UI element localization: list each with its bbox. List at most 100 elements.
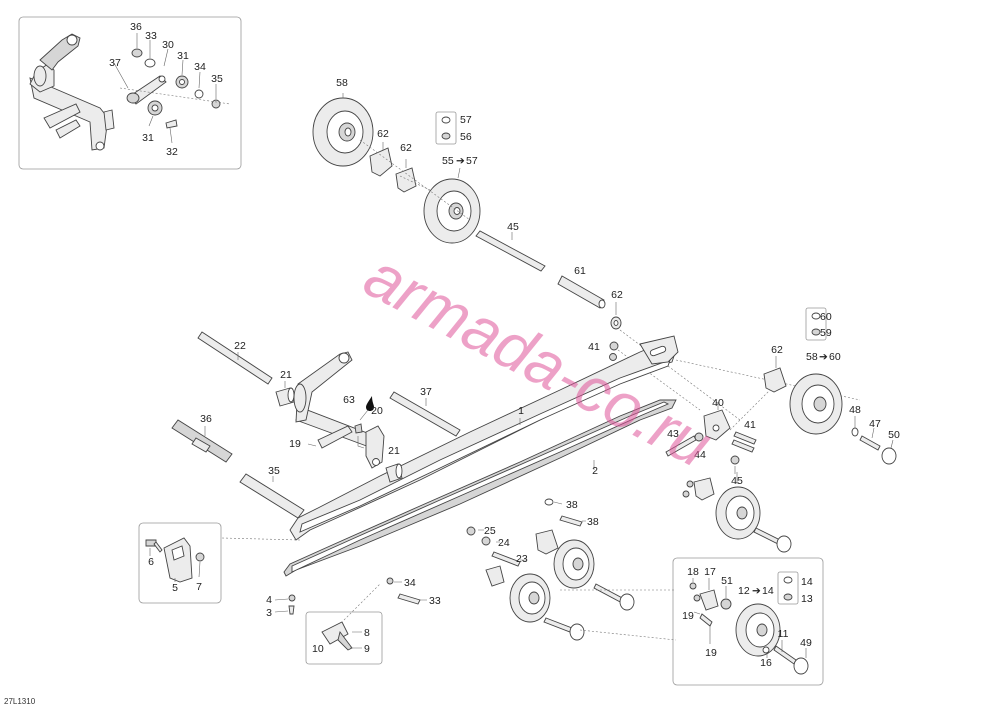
arrow-right-icon-a: ➔ [456, 155, 465, 167]
callout-5: 5 [172, 582, 178, 594]
callout-10: 10 [312, 643, 324, 655]
bolt-3-4 [274, 594, 296, 615]
shaft-37 [239, 473, 305, 519]
bolt-43 [731, 431, 757, 453]
callout-54-c: 62 [771, 344, 783, 356]
callout-18: 19 [705, 647, 717, 659]
callout-58-right: 58 [806, 351, 818, 363]
callout-51: 49 [800, 637, 812, 649]
spacer-tube-61 [557, 275, 606, 309]
washer-62 [610, 302, 622, 330]
callout-31: 34 [194, 61, 206, 73]
callout-33: 36 [130, 21, 142, 33]
callout-6: 6 [148, 556, 154, 568]
callout-30: 33 [145, 30, 157, 42]
arrow-right-icon-c: ➔ [752, 585, 761, 597]
callout-21: 20 [371, 405, 383, 417]
callout-22-a: 21 [280, 369, 292, 381]
shaft-39 [389, 391, 461, 437]
callout-57: 57 [460, 114, 472, 126]
callout-1: 1 [518, 405, 524, 417]
shaft-48 [475, 230, 546, 272]
callout-56: 56 [460, 131, 472, 143]
bushing-22-b [385, 463, 403, 483]
callout-38: 36 [200, 413, 212, 425]
wheel-hub-54-a [369, 142, 393, 177]
callout-14: 14 [801, 576, 813, 588]
callout-47: 45 [731, 475, 743, 487]
callout-32: 35 [211, 73, 223, 85]
bolt-45 [665, 432, 704, 457]
callout-50: 48 [849, 404, 861, 416]
callout-11: 11 [778, 628, 789, 640]
bolt-40-41 [544, 498, 586, 527]
front-arm-assembly [293, 351, 385, 469]
inset-box-bottom-right [672, 557, 824, 686]
callout-27: 30 [162, 39, 174, 51]
callout-63: 63 [343, 394, 355, 406]
callout-43: 41 [744, 419, 756, 431]
callout-39: 37 [420, 386, 432, 398]
callout-57-target: 57 [466, 155, 478, 167]
callout-7: 7 [196, 581, 202, 593]
callout-55: 55 [442, 155, 454, 167]
callout-20: 19 [289, 438, 301, 450]
callout-54-a: 62 [377, 128, 389, 140]
slider-block-5 [163, 537, 193, 583]
callout-14-target: 14 [762, 585, 774, 597]
callout-19: 19 [682, 610, 694, 622]
callout-28b: 31 [142, 132, 154, 144]
callout-28a: 31 [177, 50, 189, 62]
slider-insert-8 [321, 621, 362, 651]
callout-58-top: 58 [336, 77, 348, 89]
callout-34: 37 [109, 57, 121, 69]
nut-44 [609, 341, 619, 361]
nut-47 [730, 455, 740, 474]
inset-wheel-assembly [689, 571, 809, 675]
legend-set-55-57 [435, 111, 457, 145]
callout-60-target: 60 [829, 351, 841, 363]
callout-9: 9 [364, 643, 370, 655]
callout-46: 44 [694, 449, 706, 461]
callout-13: 13 [801, 593, 813, 605]
callout-61: 61 [574, 265, 586, 277]
rail-1-main [289, 335, 679, 541]
shaft-23 [197, 331, 273, 385]
arrow-right-icon-b: ➔ [819, 351, 828, 363]
axle-24-26 [466, 526, 526, 567]
bolt-35-36 [386, 577, 427, 605]
idler-wheel-55 [423, 167, 481, 244]
callout-12: 12 [738, 585, 750, 597]
bracket-42 [703, 402, 731, 441]
rail-2-slide [283, 399, 677, 577]
idler-wheel-lower-left [485, 529, 635, 641]
shock-38 [171, 419, 233, 463]
callout-24: 23 [516, 553, 528, 565]
callout-15: 17 [704, 566, 716, 578]
callout-labels: 36 33 30 31 34 35 37 31 32 58 62 62 57 5… [109, 21, 900, 669]
pivot-arm-assembly [29, 33, 231, 151]
nut-7 [195, 552, 205, 578]
callout-60: 60 [820, 311, 832, 323]
idler-wheel-58-right [763, 356, 897, 465]
callout-3: 3 [266, 607, 272, 619]
callout-29: 32 [166, 146, 178, 158]
callout-42: 40 [712, 397, 724, 409]
callout-16: 16 [760, 657, 772, 669]
callout-2: 2 [592, 465, 598, 477]
callout-8: 8 [364, 627, 370, 639]
inset-box-left [138, 522, 222, 604]
screw-6 [145, 539, 163, 556]
idler-wheel-lower-right [682, 472, 792, 553]
callout-35: 33 [429, 595, 441, 607]
legend-set-58-60 [805, 307, 827, 341]
wheel-hub-54-b [395, 159, 417, 193]
callout-53: 51 [721, 575, 733, 587]
callout-37: 35 [268, 465, 280, 477]
inset-box-top-left [18, 16, 242, 170]
callout-62: 62 [611, 289, 623, 301]
callout-22-b: 21 [388, 445, 400, 457]
callout-26: 25 [484, 525, 496, 537]
callout-44: 41 [588, 341, 600, 353]
